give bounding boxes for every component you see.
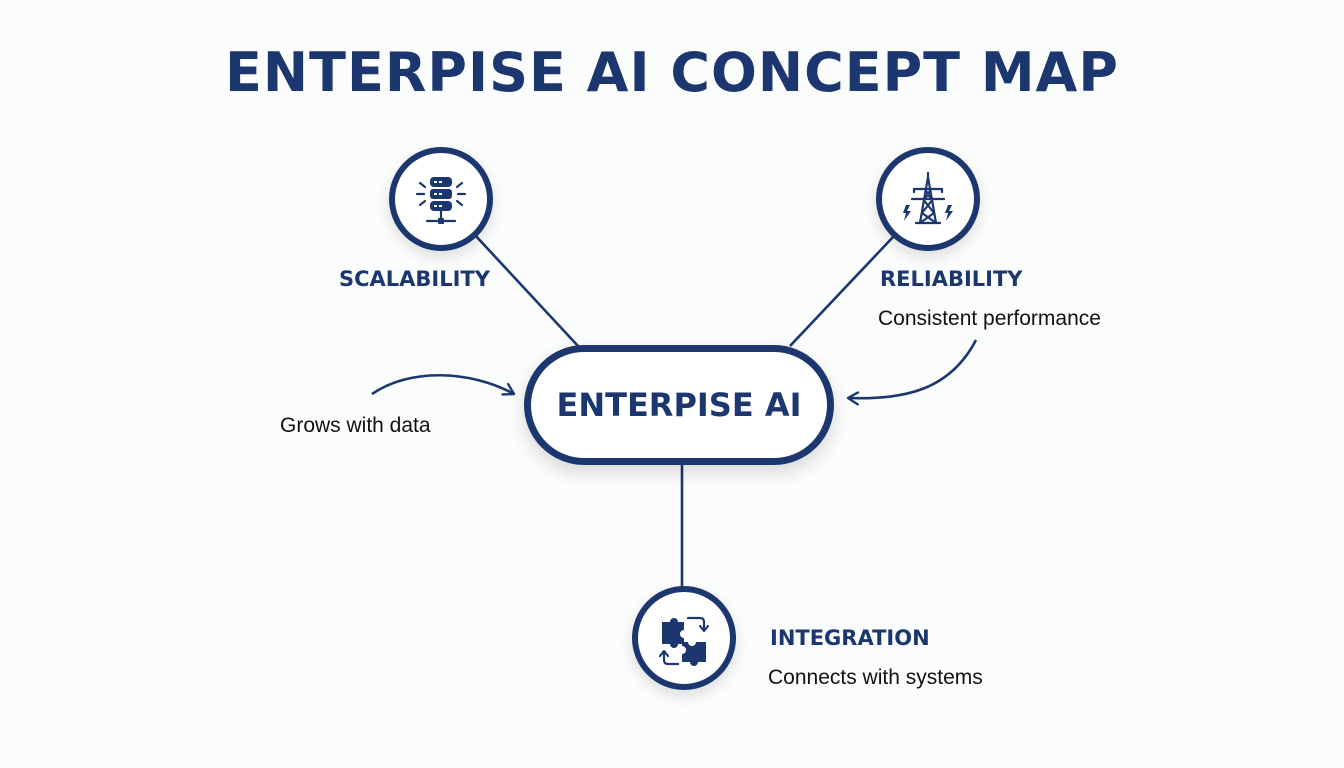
arrow-reliability (848, 339, 978, 398)
scalability-node[interactable] (389, 147, 493, 251)
integration-node[interactable] (632, 586, 736, 690)
central-node-label: ENTERPISE AI (556, 386, 802, 424)
database-server-icon (415, 177, 467, 224)
reliability-description: Consistent performance (878, 307, 1101, 330)
power-tower-icon (903, 171, 953, 225)
integration-description: Connects with systems (768, 666, 983, 689)
connector-reliability (789, 235, 895, 347)
page-title: ENTERPISE AI CONCEPT MAP (225, 41, 1119, 104)
reliability-label: RELIABILITY (880, 267, 1023, 291)
puzzle-pieces-icon (658, 616, 710, 666)
scalability-description: Grows with data (280, 414, 431, 437)
central-node[interactable]: ENTERPISE AI (524, 345, 834, 465)
connector-scalability (473, 233, 579, 347)
reliability-node[interactable] (876, 147, 980, 251)
integration-label: INTEGRATION (770, 626, 930, 650)
arrow-scalability (371, 374, 514, 394)
scalability-label: SCALABILITY (339, 267, 490, 291)
